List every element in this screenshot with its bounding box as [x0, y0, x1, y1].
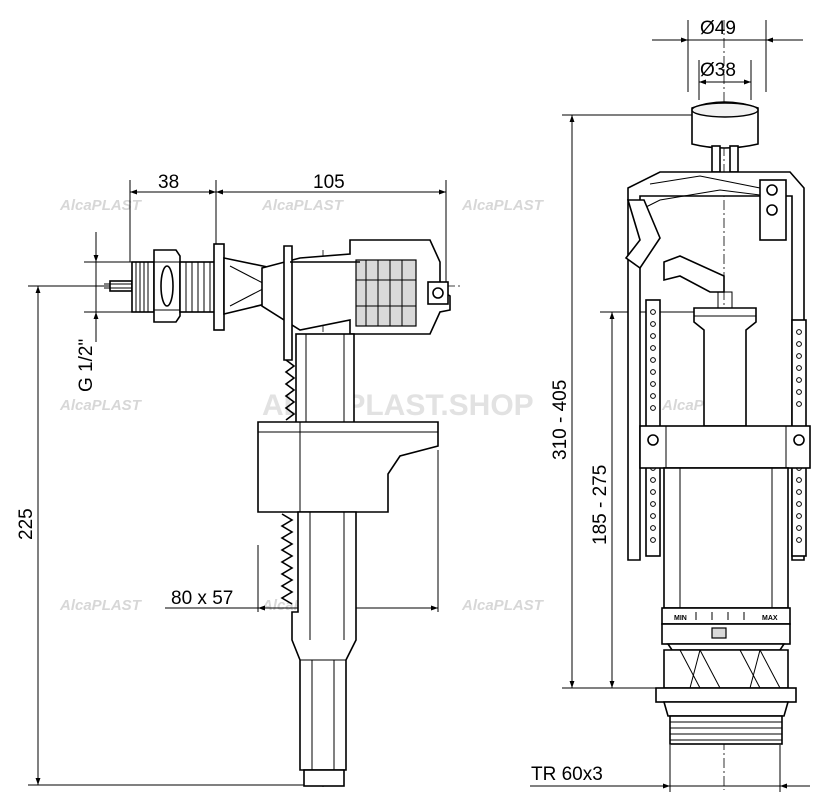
- dim-225: 225: [16, 508, 37, 540]
- scale-max-label: MAX: [762, 615, 778, 622]
- dim-diameter-38: Ø38: [700, 60, 736, 81]
- watermark-brand: AlcaPLAST: [261, 197, 345, 214]
- dimension-labels: 38 105 80 x 57 Ø49 Ø38 TR 60x3 G 1/2" 22…: [16, 18, 736, 785]
- drain-valve-drawing: MIN MAX: [530, 20, 811, 792]
- watermark-brand: AlcaPLAST: [461, 197, 545, 214]
- dim-diameter-49: Ø49: [700, 18, 736, 39]
- dim-tr-60x3: TR 60x3: [531, 764, 603, 785]
- watermark-brand: AlcaPLAST: [59, 397, 143, 414]
- dim-310-405: 310 - 405: [550, 380, 571, 460]
- watermark-brand: AlcaPLAST: [59, 197, 143, 214]
- fill-valve-drawing: [28, 180, 460, 790]
- watermark-brand: AlcaPLAST: [461, 597, 545, 614]
- dim-185-275: 185 - 275: [590, 465, 611, 545]
- watermark-brand: AlcaPLAST: [59, 597, 143, 614]
- dim-g-half: G 1/2": [76, 339, 97, 392]
- scale-min-label: MIN: [674, 615, 687, 622]
- dim-38: 38: [158, 172, 179, 193]
- threaded-rod: [280, 359, 296, 605]
- dim-80x57: 80 x 57: [171, 588, 233, 609]
- dim-105: 105: [313, 172, 345, 193]
